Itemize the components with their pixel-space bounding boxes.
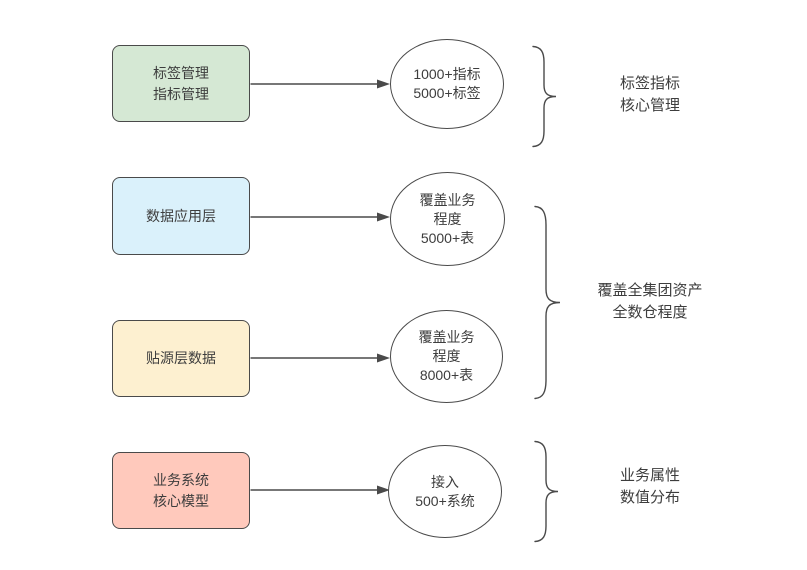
box-label-line: 标签管理: [153, 64, 209, 81]
ellipse-label-line: 覆盖业务: [418, 329, 475, 345]
brace-label-group-coverage: 覆盖全集团资产 全数仓程度: [570, 280, 730, 324]
box-source-layer-data: 贴源层数据: [112, 320, 250, 397]
ellipse-label-line: 1000+指标: [413, 66, 481, 82]
ellipse-label-line: 5000+表: [420, 229, 475, 246]
ellipse-tags-metrics-count: 1000+指标 5000+标签: [390, 39, 504, 129]
ellipse-label-line: 程度: [433, 210, 462, 227]
brace-label-line: 覆盖全集团资产: [597, 282, 703, 299]
brace-row4: [534, 440, 559, 543]
ellipse-label-line: 程度: [432, 348, 461, 364]
box-label-line: 核心模型: [153, 492, 209, 509]
arrow-row1: [250, 79, 390, 89]
box-label-line: 贴源层数据: [146, 350, 216, 366]
brace-label-line: 标签指标: [619, 75, 680, 92]
ellipse-label-line: 8000+表: [419, 367, 474, 383]
ellipse-label-line: 接入: [431, 473, 459, 490]
arrow-row2: [250, 212, 390, 222]
brace-label-line: 全数仓程度: [612, 304, 688, 321]
ellipse-coverage-8000-tables: 覆盖业务 程度 8000+表: [390, 310, 503, 403]
brace-label-business-attr: 业务属性 数值分布: [570, 465, 730, 509]
brace-group-rows-2-3: [534, 205, 561, 400]
box-tag-metric-management: 标签管理 指标管理: [112, 45, 250, 122]
arrow-row4: [250, 485, 390, 495]
box-business-system-core-model: 业务系统 核心模型: [112, 452, 250, 529]
box-data-application-layer: 数据应用层: [112, 177, 250, 255]
ellipse-label-line: 5000+标签: [413, 85, 481, 101]
brace-label-line: 核心管理: [619, 97, 680, 114]
ellipse-access-500-systems: 接入 500+系统: [388, 445, 502, 538]
box-label-line: 数据应用层: [146, 207, 216, 224]
brace-row1: [532, 45, 557, 148]
ellipse-label-line: 覆盖业务: [419, 191, 476, 208]
brace-label-line: 业务属性: [619, 467, 680, 484]
arrow-row3: [250, 353, 390, 363]
brace-label-tag-metric-core: 标签指标 核心管理: [570, 73, 730, 117]
ellipse-label-line: 500+系统: [415, 492, 475, 509]
box-label-line: 指标管理: [153, 85, 209, 102]
brace-label-line: 数值分布: [619, 489, 680, 506]
box-label-line: 业务系统: [153, 471, 209, 488]
ellipse-coverage-5000-tables: 覆盖业务 程度 5000+表: [390, 172, 505, 266]
